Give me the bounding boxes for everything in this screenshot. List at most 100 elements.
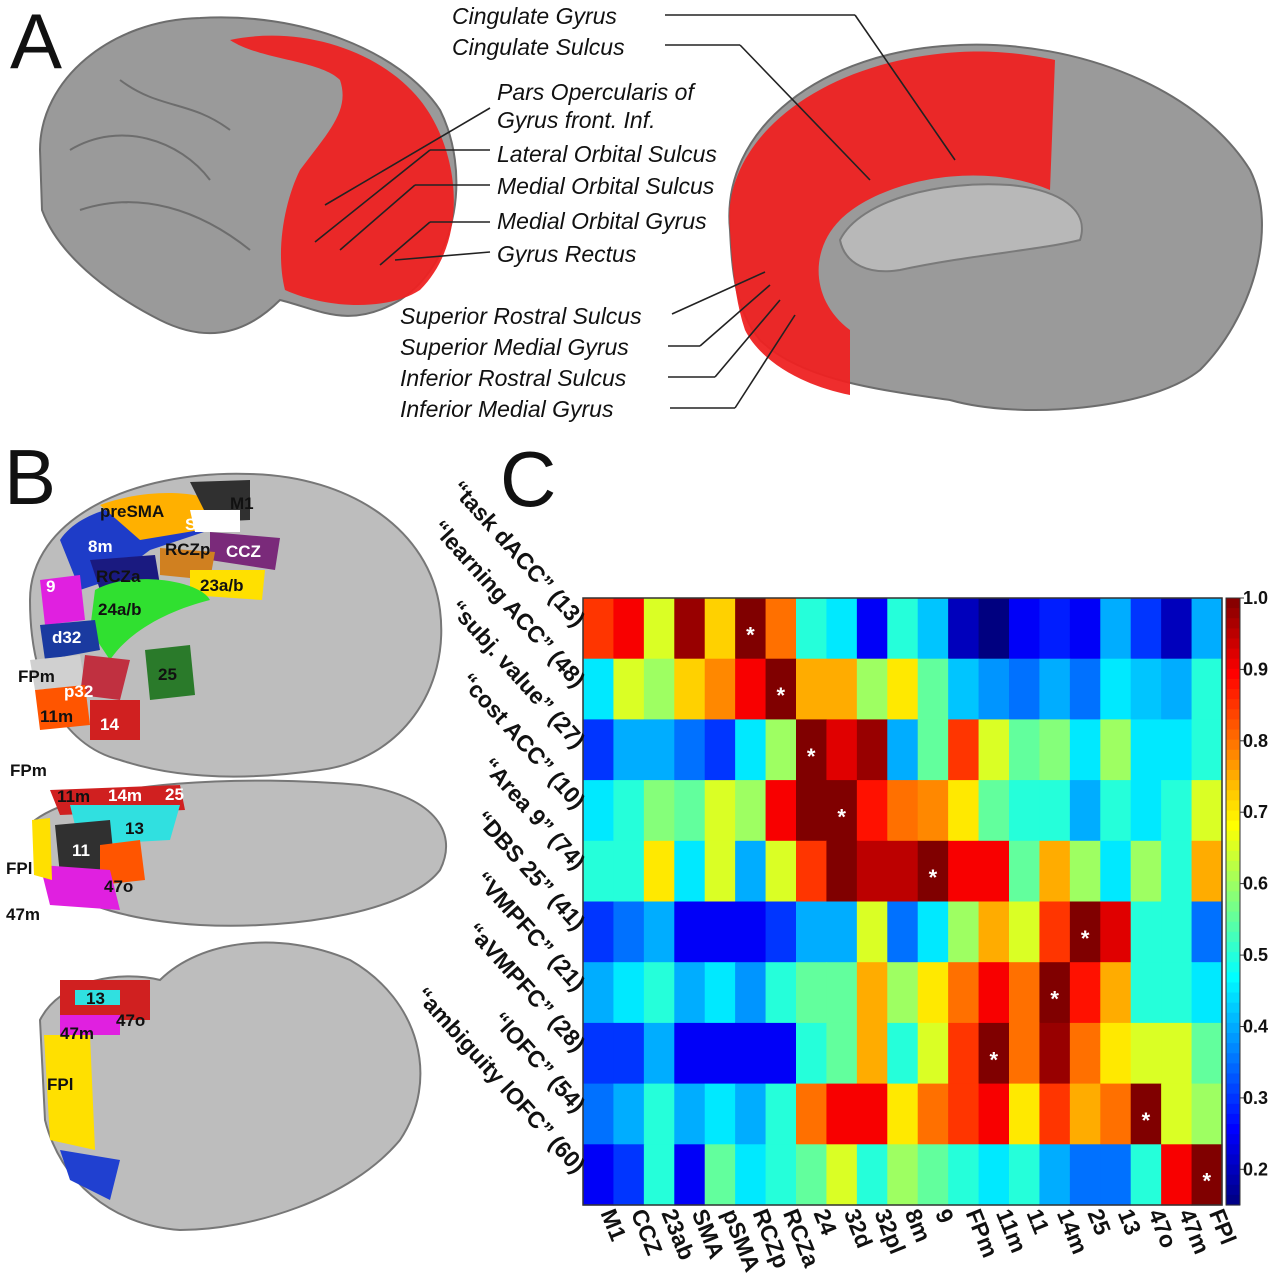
heatmap-cell (887, 719, 919, 781)
colorbar-tick-label: 0.8 (1243, 731, 1268, 751)
colorbar-segment (1226, 1033, 1240, 1044)
colorbar-segment (1226, 1002, 1240, 1014)
label-pars-opercularis: Pars Opercularis of (497, 79, 696, 105)
heatmap-cell (796, 719, 828, 781)
heatmap-cell (583, 598, 615, 660)
label-inferior-medial-gyrus: Inferior Medial Gyrus (400, 396, 614, 422)
heatmap-cell (856, 1083, 888, 1145)
heatmap-cell (704, 658, 736, 720)
heatmap-cell (856, 719, 888, 781)
heatmap-cell (613, 962, 645, 1024)
significance-star: * (1081, 926, 1090, 951)
heatmap-cell (826, 840, 858, 903)
heatmap-cell (1039, 658, 1071, 720)
heatmap-cell (887, 962, 919, 1024)
heatmap-cell (1069, 962, 1101, 1024)
heatmap-cell (613, 840, 645, 903)
heatmap-cell (643, 1144, 675, 1206)
heatmap-cell (1069, 901, 1101, 963)
panel-b-lateral-brain (38, 941, 422, 1232)
heatmap-cell (583, 780, 615, 842)
heatmap-cell (643, 962, 675, 1024)
heatmap-cell (1161, 1022, 1193, 1085)
colorbar-segment (1226, 982, 1240, 994)
heatmap-cell (1130, 1022, 1162, 1085)
heatmap-cell (978, 962, 1010, 1024)
heatmap-cell (1009, 962, 1041, 1024)
colorbar-segment (1226, 850, 1240, 862)
colorbar-segment (1226, 709, 1240, 720)
significance-star: * (837, 805, 846, 830)
colorbar-segment (1226, 729, 1240, 741)
heatmap-cell (917, 1083, 949, 1145)
heatmap-cell (1009, 1083, 1041, 1145)
heatmap-cell (917, 901, 949, 963)
heatmap-cell (796, 840, 828, 903)
colorbar-tick-label: 0.7 (1243, 802, 1268, 822)
heatmap-cell (1130, 658, 1162, 720)
area-23ab: 23a/b (200, 576, 243, 595)
heatmap-cell (674, 962, 706, 1024)
label-medial-orbital-sulcus: Medial Orbital Sulcus (497, 173, 715, 199)
heatmap-cell (1039, 719, 1071, 781)
heatmap-cell (583, 962, 615, 1024)
heatmap-cell (1069, 1083, 1101, 1145)
colorbar-segment (1226, 1154, 1240, 1166)
heatmap-frame (582, 597, 1223, 1206)
heatmap-cell (765, 1083, 797, 1145)
colorbar-segment (1226, 790, 1240, 801)
colorbar-tick-label: 0.2 (1243, 1159, 1268, 1179)
heatmap-cell (856, 1022, 888, 1085)
area-lateral-47o: 47o (116, 1011, 145, 1030)
heatmap-cell (1069, 1022, 1101, 1085)
area-lateral-47m: 47m (60, 1024, 94, 1043)
column-label: 47o (1143, 1205, 1182, 1251)
heatmap-cell (674, 1083, 706, 1145)
heatmap-cell (1191, 1144, 1223, 1206)
heatmap-cell (978, 901, 1010, 963)
heatmap-cell (826, 1083, 858, 1145)
heatmap-cell (1039, 962, 1071, 1024)
heatmap-cell (735, 901, 767, 963)
heatmap-cell (765, 901, 797, 963)
colorbar-segment (1226, 598, 1240, 609)
colorbar-segment (1226, 972, 1240, 984)
heatmap-cell (1130, 1083, 1162, 1145)
heatmap-cell (1039, 1083, 1071, 1145)
heatmap-cell (765, 1022, 797, 1085)
heatmap-cell (948, 1022, 980, 1085)
heatmap-cell (674, 1144, 706, 1206)
heatmap-cell (826, 598, 858, 660)
heatmap-cell (856, 780, 888, 842)
heatmap-cell (583, 901, 615, 963)
area-rcza: RCZa (96, 567, 141, 586)
area-sma: SMA (185, 515, 223, 534)
significance-star: * (1203, 1169, 1212, 1194)
medial-brain-view (728, 43, 1263, 411)
heatmap-cell (643, 780, 675, 842)
heatmap-cell (643, 1022, 675, 1085)
colorbar-tick-label: 0.6 (1243, 874, 1268, 894)
heatmap-cell (735, 719, 767, 781)
panel-a-figure: Pars Opercularis of Gyrus front. Inf. La… (38, 3, 1263, 422)
colorbar-tick-label: 0.5 (1243, 945, 1268, 965)
heatmap-cell (1161, 962, 1193, 1024)
heatmap-cell (917, 1022, 949, 1085)
heatmap-cell (1039, 1144, 1071, 1206)
colorbar-segment (1226, 759, 1240, 771)
column-label: M1 (596, 1205, 632, 1245)
heatmap-cell (978, 598, 1010, 660)
area-25: 25 (158, 665, 177, 684)
heatmap-cell (1161, 598, 1193, 660)
area-rczp: RCZp (165, 540, 210, 559)
heatmap-cell (796, 780, 828, 842)
colorbar-segment (1226, 941, 1240, 953)
heatmap-cell (917, 962, 949, 1024)
heatmap-cell (583, 840, 615, 903)
colorbar-segment (1226, 618, 1240, 629)
heatmap-cell (796, 1083, 828, 1145)
heatmap-cell (1130, 962, 1162, 1024)
heatmap-cell (704, 598, 736, 660)
